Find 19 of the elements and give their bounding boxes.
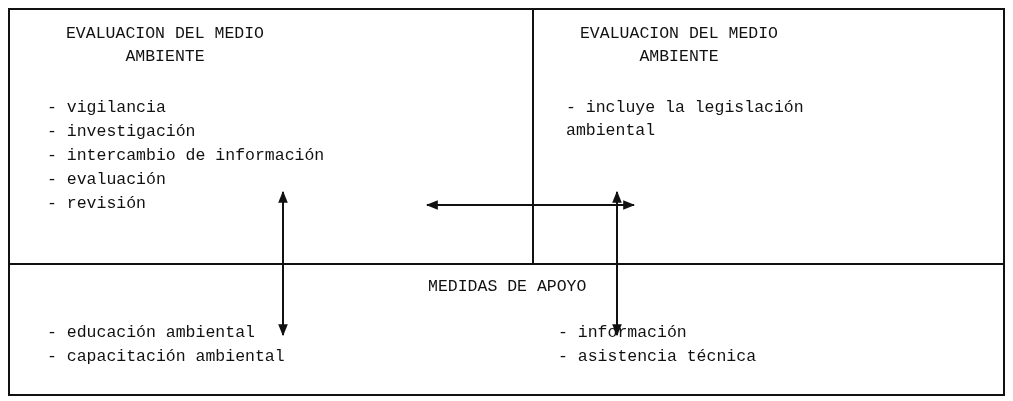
section-heading: EVALUACION DEL MEDIO AMBIENTE: [64, 23, 265, 68]
section-box: [532, 8, 1005, 265]
list-item: - evaluación: [47, 169, 166, 191]
list-item: - incluye la legislación ambiental: [566, 97, 805, 142]
list-item: - investigación: [47, 121, 196, 143]
double-arrow: [425, 200, 636, 210]
section-box: [8, 263, 1005, 396]
section-heading: EVALUACION DEL MEDIO AMBIENTE: [578, 23, 779, 68]
section-heading: MEDIDAS DE APOYO: [428, 276, 587, 298]
double-arrow: [278, 190, 288, 337]
list-item: - información: [558, 322, 687, 344]
section-box: [8, 8, 534, 265]
list-item: - vigilancia: [47, 97, 166, 119]
list-item: - capacitación ambiental: [47, 346, 285, 368]
list-item: - asistencia técnica: [558, 346, 757, 368]
list-item: - educación ambiental: [47, 322, 255, 344]
list-item: - revisión: [47, 193, 147, 215]
list-item: - intercambio de información: [47, 145, 325, 167]
double-arrow: [612, 190, 622, 337]
